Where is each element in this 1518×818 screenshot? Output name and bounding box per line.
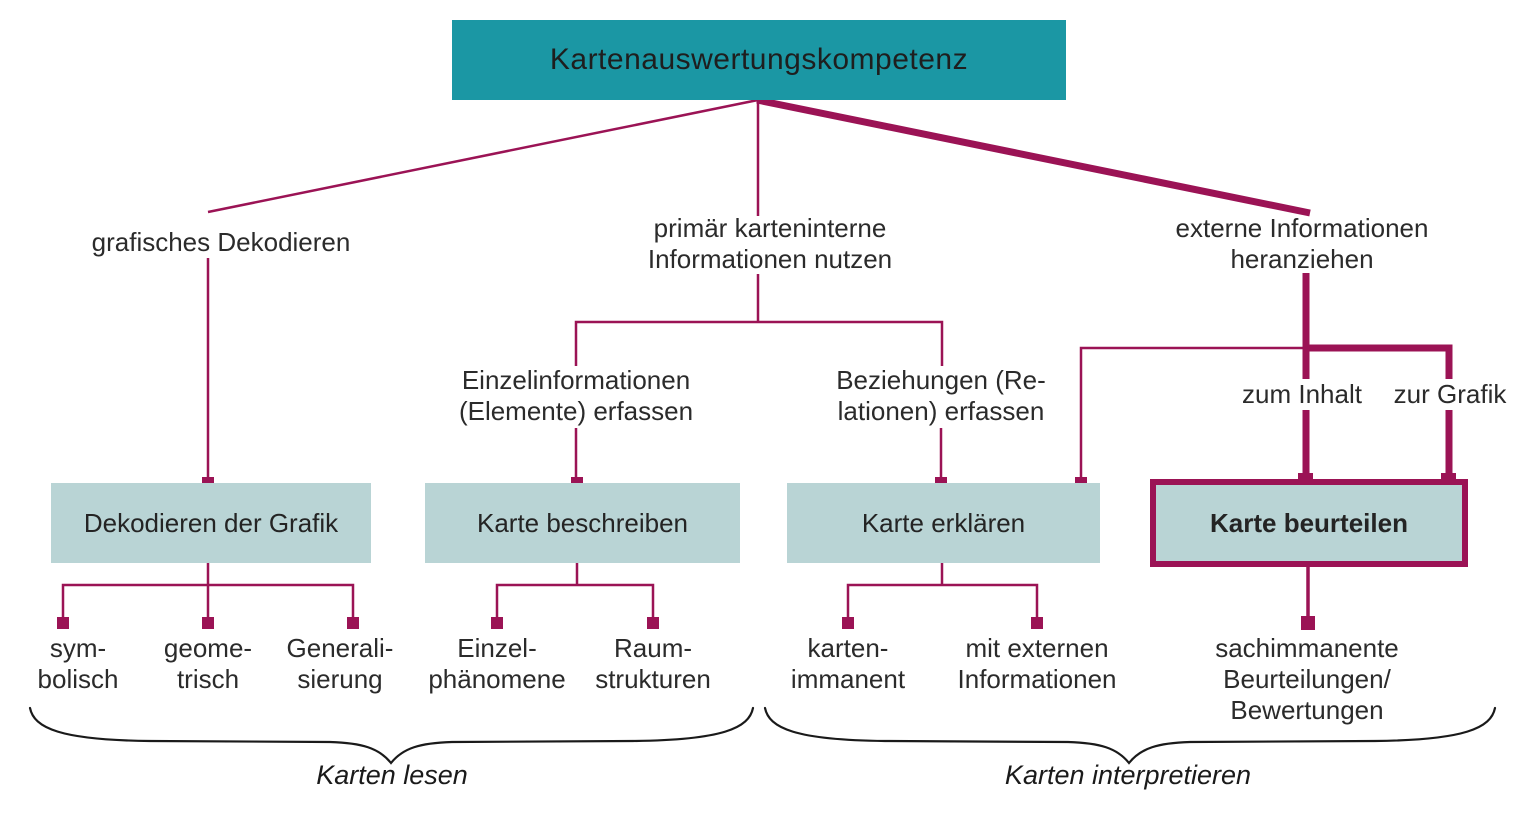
label-einzelinformationen: Einzelinformationen (Elemente) erfassen — [459, 365, 693, 427]
leaf-kartenimmanent: karten- immanent — [791, 633, 905, 695]
leaf-sachimmanente: sachimmanente Beurteilungen/ Bewertungen — [1215, 633, 1399, 726]
brace-left-icon — [28, 706, 755, 765]
leaf-mit-externen-informationen: mit externen Informationen — [958, 633, 1117, 695]
leaf-raumstrukturen: Raum- strukturen — [595, 633, 711, 695]
leaf-line: Informationen — [957, 664, 1117, 694]
leaf-line: immanent — [790, 664, 906, 694]
label-externe-informationen: externe Informationen heranziehen — [1176, 213, 1429, 275]
leaf-line: Beurteilungen/ — [1223, 664, 1391, 694]
label-line: lationen) erfassen — [837, 396, 1045, 426]
box-label: Dekodieren der Grafik — [83, 507, 339, 538]
leaf-line: mit externen — [965, 633, 1109, 663]
box-label: Karte erklären — [861, 507, 1026, 538]
label-line: (Elemente) erfassen — [458, 396, 694, 426]
leaf-line: geome- — [163, 633, 253, 663]
label-line: grafisches Dekodieren — [91, 227, 351, 257]
title-text: Kartenauswertungskompetenz — [549, 43, 969, 76]
label-line: Informationen nutzen — [647, 244, 893, 274]
caption-text: Karten interpretieren — [1004, 760, 1252, 790]
leaf-line: bolisch — [37, 664, 119, 694]
leaf-line: sachimmanente — [1215, 633, 1399, 663]
box-dekodieren-der-grafik: Dekodieren der Grafik — [51, 483, 371, 563]
leaf-generalisierung: Generali- sierung — [287, 633, 394, 695]
leaf-line: Raum- — [613, 633, 693, 663]
box-karte-beurteilen: Karte beurteilen — [1150, 479, 1468, 567]
caption-karten-interpretieren: Karten interpretieren — [1005, 760, 1251, 791]
label-line: Beziehungen (Re- — [836, 365, 1046, 395]
caption-karten-lesen: Karten lesen — [316, 760, 468, 791]
label-zum-inhalt: zum Inhalt — [1237, 379, 1367, 410]
leaf-line: Einzel- — [457, 633, 537, 663]
leaf-line: Generali- — [286, 633, 394, 663]
label-primaer-karteninterne: primär karteninterne Informationen nutze… — [648, 213, 892, 275]
box-label: Karte beschreiben — [476, 507, 689, 538]
label-line: zum Inhalt — [1242, 379, 1362, 409]
box-karte-beschreiben: Karte beschreiben — [425, 483, 740, 563]
leaf-line: karten- — [807, 633, 889, 663]
box-label: Karte beurteilen — [1210, 507, 1408, 538]
leaf-line: Bewertungen — [1230, 695, 1384, 725]
leaf-einzelphaenomene: Einzel- phänomene — [428, 633, 565, 695]
caption-text: Karten lesen — [316, 760, 468, 790]
leaf-line: trisch — [176, 664, 240, 694]
label-line: externe Informationen — [1175, 213, 1429, 243]
label-line: zur Grafik — [1393, 379, 1507, 409]
label-line: Einzelinformationen — [461, 365, 691, 395]
leaf-line: phänomene — [428, 664, 566, 694]
label-line: primär karteninterne — [653, 213, 887, 243]
box-karte-erklaeren: Karte erklären — [787, 483, 1100, 563]
leaf-symbolisch: sym- bolisch — [38, 633, 119, 695]
label-line: heranziehen — [1230, 244, 1374, 274]
label-zur-grafik: zur Grafik — [1388, 379, 1512, 410]
leaf-geometrisch: geome- trisch — [164, 633, 252, 695]
label-beziehungen: Beziehungen (Re- lationen) erfassen — [836, 365, 1046, 427]
leaf-line: sym- — [49, 633, 107, 663]
leaf-line: strukturen — [595, 664, 711, 694]
label-grafisches-dekodieren: grafisches Dekodieren — [92, 227, 351, 258]
leaf-line: sierung — [297, 664, 383, 694]
title-box: Kartenauswertungskompetenz — [452, 20, 1066, 100]
